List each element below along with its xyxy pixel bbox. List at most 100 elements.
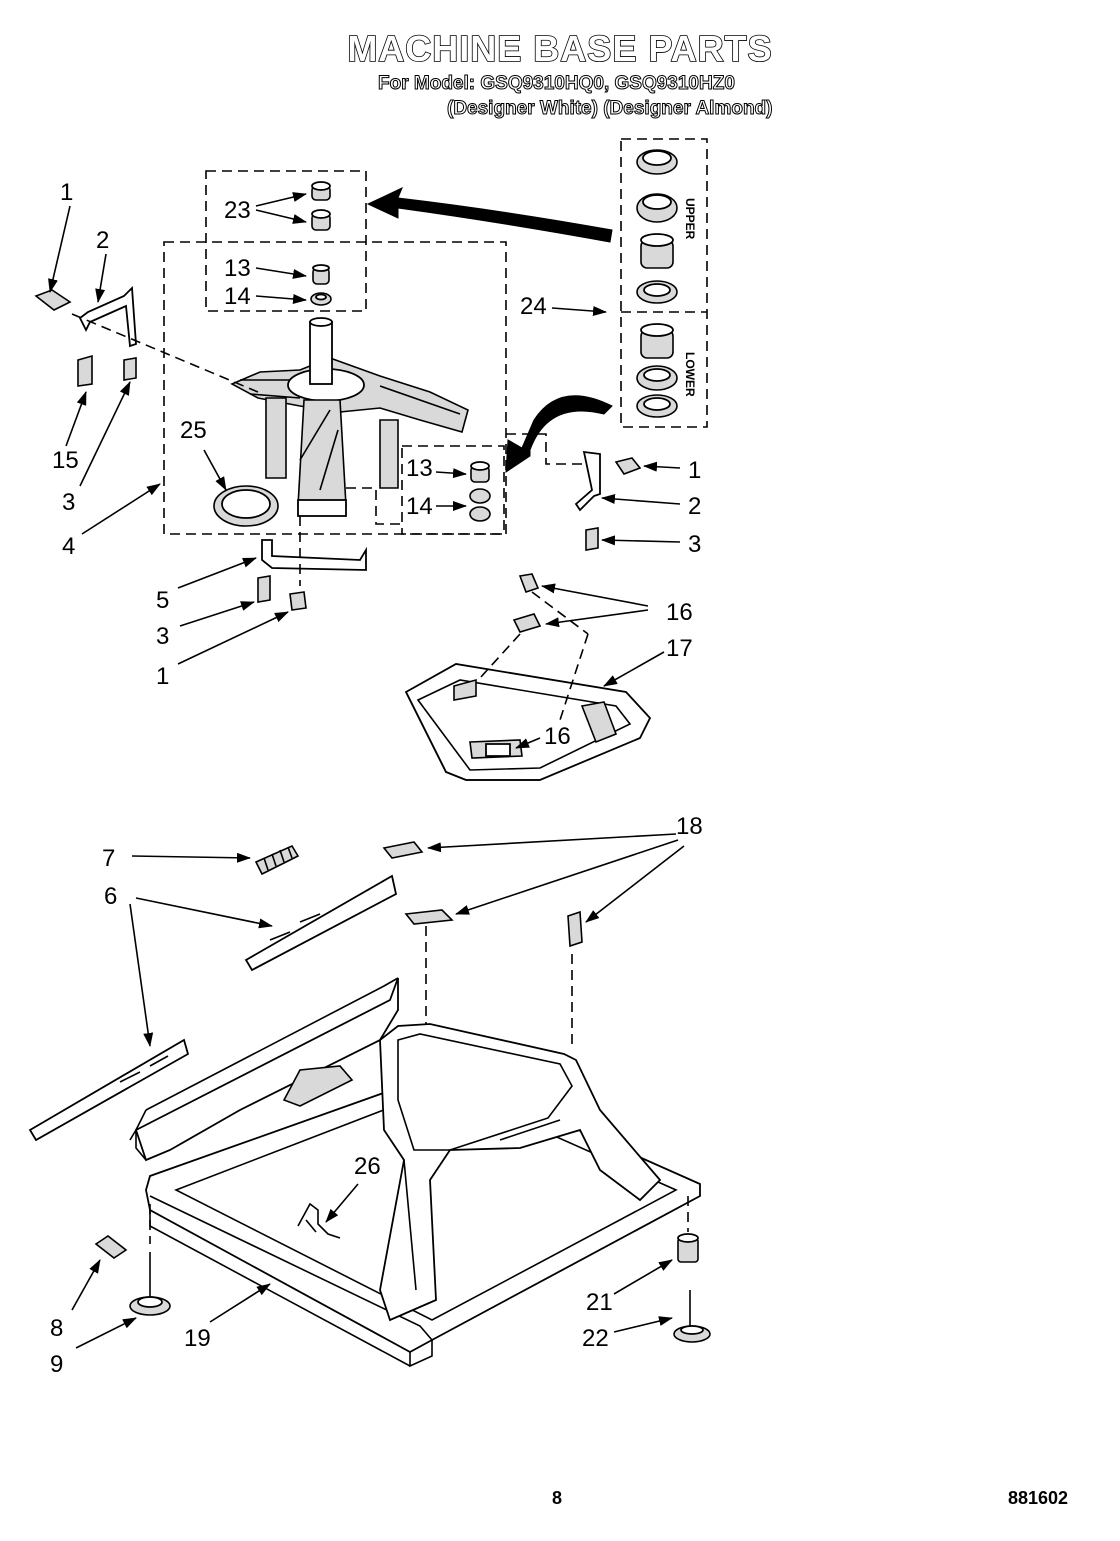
foot-9 bbox=[129, 1204, 171, 1316]
callout-1-right: 1 bbox=[688, 457, 701, 484]
clip-16-a bbox=[518, 573, 540, 594]
clip-18-b bbox=[404, 909, 454, 925]
page-title: MACHINE BASE PARTS bbox=[347, 27, 773, 70]
callout-13-lower: 13 bbox=[406, 455, 433, 482]
foot-22 bbox=[673, 1196, 711, 1343]
bolt-1-lower bbox=[289, 591, 307, 611]
spring-3-right bbox=[585, 527, 599, 551]
kit-bearing-3 bbox=[640, 233, 674, 269]
brace-6-lower bbox=[28, 1038, 190, 1142]
lower-bearing-stack bbox=[469, 461, 491, 522]
callout-3-right: 3 bbox=[688, 531, 701, 558]
bolt-1-upper-left bbox=[34, 289, 72, 311]
bearing-14-lower-b bbox=[469, 506, 491, 522]
shaft bbox=[309, 321, 333, 385]
bearing-kit-box bbox=[620, 138, 708, 428]
housing-leg-right bbox=[379, 419, 399, 489]
bearing-kit: UPPER LOWER bbox=[636, 149, 697, 418]
spring-3-upper-left bbox=[123, 357, 137, 381]
lower-suspension-parts bbox=[257, 487, 402, 611]
spring-7 bbox=[254, 844, 300, 876]
base-top-frame bbox=[379, 1023, 662, 1322]
clips-16 bbox=[479, 573, 589, 757]
page-number: 8 bbox=[552, 1488, 563, 1508]
bearing-14-lower-a bbox=[469, 488, 491, 504]
wire-clip-26 bbox=[297, 1202, 341, 1239]
left-bracket-parts bbox=[34, 285, 259, 393]
callout-19: 19 bbox=[184, 1325, 211, 1352]
leveling-bracket-17 bbox=[404, 663, 652, 781]
callout-16-lower: 16 bbox=[544, 723, 571, 750]
callout-21: 21 bbox=[586, 1289, 613, 1316]
callout-13-upper: 13 bbox=[224, 255, 251, 282]
leg-21 bbox=[677, 1233, 699, 1263]
right-bracket-parts bbox=[506, 433, 642, 551]
leg-8 bbox=[94, 1235, 128, 1259]
bracket-2-right bbox=[574, 450, 601, 512]
callout-23: 23 bbox=[224, 197, 251, 224]
callout-18: 18 bbox=[676, 813, 703, 840]
callout-25: 25 bbox=[180, 417, 207, 444]
bearing-box-lower bbox=[401, 445, 505, 535]
callout-6: 6 bbox=[104, 883, 117, 910]
model-line: For Model: GSQ9310HQ0, GSQ9310HZ0 bbox=[378, 73, 736, 95]
callout-22: 22 bbox=[582, 1325, 609, 1352]
housing-leg-left bbox=[265, 397, 287, 479]
gear-housing bbox=[297, 399, 347, 507]
bracket-2-left bbox=[78, 285, 137, 348]
transmission-assembly bbox=[230, 317, 469, 517]
clip-16-b bbox=[512, 613, 542, 633]
upper-bearing-stack bbox=[310, 181, 332, 306]
clip-18-c bbox=[567, 910, 583, 948]
variants-line: (Designer White) (Designer Almond) bbox=[446, 98, 773, 120]
callout-4: 4 bbox=[62, 533, 75, 560]
seal-25 bbox=[213, 485, 279, 527]
lower-kit-arrow bbox=[505, 395, 613, 473]
clip-18-a bbox=[382, 841, 424, 859]
callout-3-upper-left: 3 bbox=[62, 489, 75, 516]
callout-14-upper: 14 bbox=[224, 283, 251, 310]
callout-3-lower: 3 bbox=[156, 623, 169, 650]
group-boxes bbox=[163, 138, 708, 535]
callout-26: 26 bbox=[354, 1153, 381, 1180]
callout-numbers: 1 2 15 3 4 23 13 14 25 24 13 14 1 2 3 5 … bbox=[50, 179, 703, 1378]
transmission-box bbox=[163, 241, 507, 535]
spring-3-lower bbox=[257, 575, 271, 603]
callout-14-lower: 14 bbox=[406, 493, 433, 520]
callout-2-right: 2 bbox=[688, 493, 701, 520]
clip-16-c bbox=[485, 743, 511, 757]
bolt-1-right bbox=[614, 457, 642, 475]
bracket-5 bbox=[261, 539, 367, 571]
kit-bearing-5 bbox=[636, 365, 678, 391]
callout-16-upper: 16 bbox=[666, 599, 693, 626]
callout-17: 17 bbox=[666, 635, 693, 662]
callout-9: 9 bbox=[50, 1351, 63, 1378]
callout-leaders bbox=[48, 192, 685, 1349]
bearing-box-upper bbox=[205, 170, 367, 312]
machine-base-19 bbox=[129, 977, 701, 1368]
callout-2-left: 2 bbox=[96, 227, 109, 254]
kit-lower-label: LOWER bbox=[683, 352, 697, 397]
upper-kit-arrow bbox=[366, 187, 613, 243]
bearing-23-bottom bbox=[311, 209, 331, 231]
bearing-14-upper bbox=[310, 292, 332, 306]
callout-15: 15 bbox=[52, 447, 79, 474]
callout-1-upper-left: 1 bbox=[60, 179, 73, 206]
callout-24: 24 bbox=[520, 293, 547, 320]
kit-upper-label: UPPER bbox=[683, 198, 697, 240]
kit-seal-lower bbox=[636, 394, 678, 418]
callout-8: 8 bbox=[50, 1315, 63, 1342]
callout-1-lower: 1 bbox=[156, 663, 169, 690]
kit-bearing-2 bbox=[636, 193, 678, 223]
kit-bearing-4 bbox=[640, 323, 674, 359]
bearing-13-lower bbox=[470, 461, 490, 483]
kit-bearing-1 bbox=[636, 149, 678, 175]
brace-6-upper bbox=[244, 874, 398, 972]
callout-7: 7 bbox=[102, 845, 115, 872]
spring-15 bbox=[77, 354, 93, 387]
bearing-13-upper bbox=[312, 264, 330, 285]
callout-5: 5 bbox=[156, 587, 169, 614]
bearing-23-top bbox=[311, 181, 331, 201]
